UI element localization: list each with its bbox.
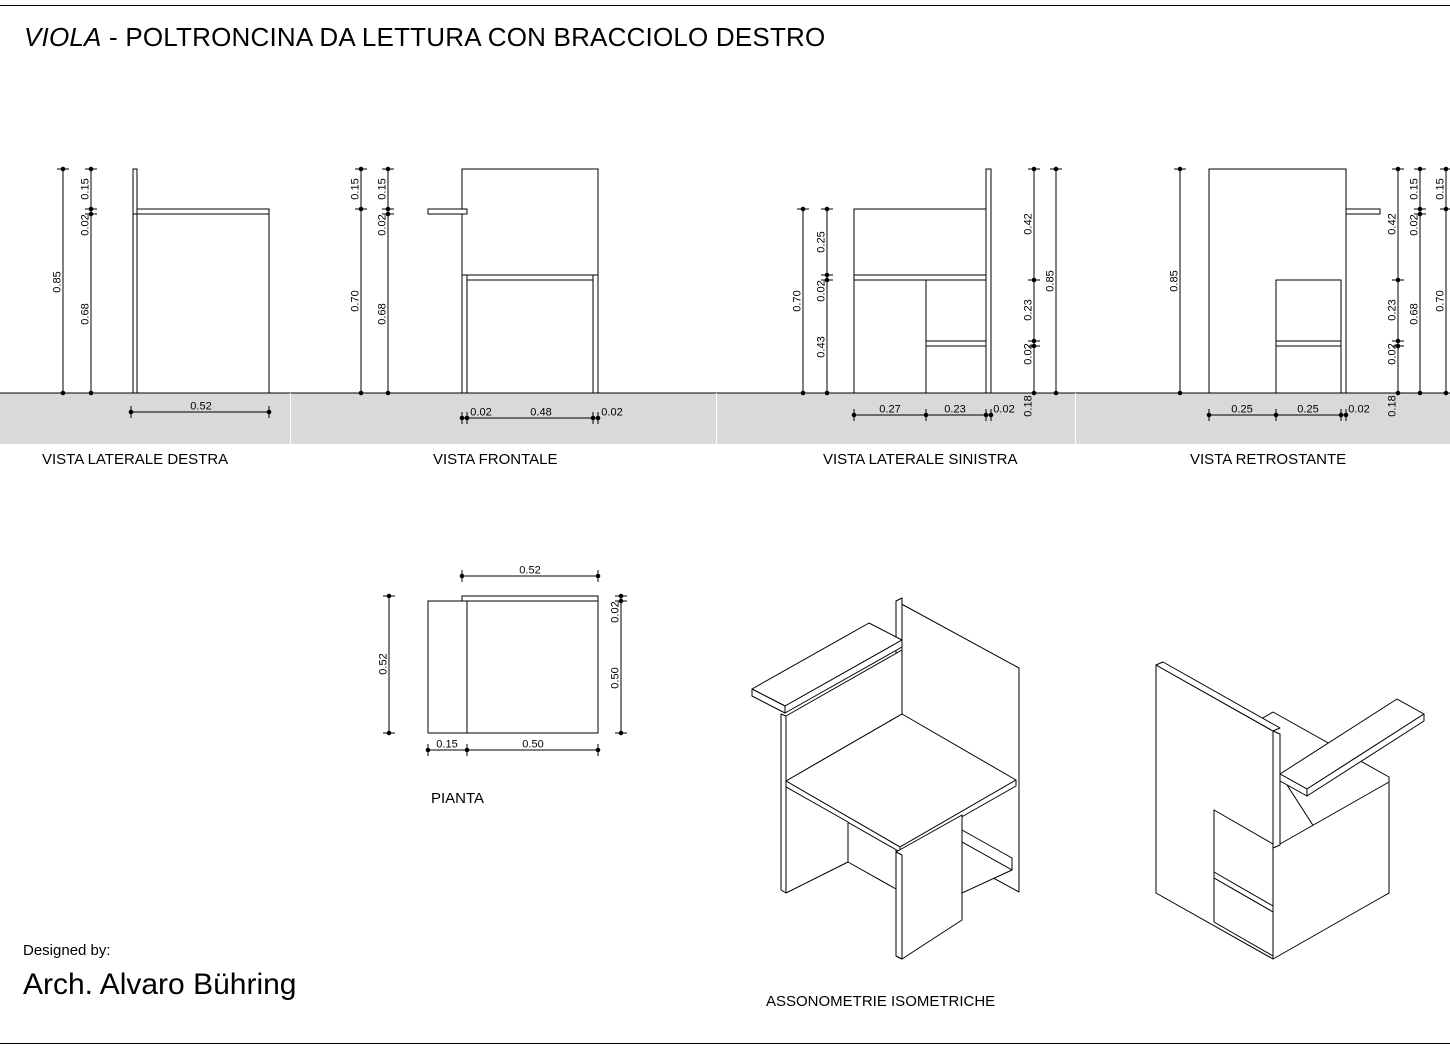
dimension-label: 0.15 [349, 178, 362, 200]
dimension-label: 0.02 [470, 406, 492, 419]
dimension-label: 0.02 [1386, 343, 1399, 365]
dimension-label: 0.85 [1168, 270, 1181, 292]
dimension-label: 0.23 [1022, 299, 1035, 321]
label-front-view: VISTA FRONTALE [433, 451, 558, 468]
dimension-label: 0.43 [815, 336, 828, 358]
dimension-label: 0.52 [190, 400, 212, 413]
dimension-label: 0.02 [1022, 343, 1035, 365]
dimension-label: 0.68 [1408, 303, 1421, 325]
label-right-side-view: VISTA LATERALE DESTRA [42, 451, 229, 468]
isometric-front [751, 597, 1020, 960]
dimension-label: 0.02 [1348, 403, 1370, 416]
dimension-label: 0.50 [522, 738, 544, 751]
dimension-label: 0.15 [376, 178, 389, 200]
product-name: VIOLA [24, 22, 102, 52]
dimension-label: 0.18 [1022, 395, 1035, 417]
dimension-label: 0.42 [1386, 213, 1399, 235]
front-view [355, 166, 601, 424]
dimension-label: 0.15 [1434, 178, 1447, 200]
dimension-label: 0.25 [1231, 403, 1253, 416]
dimension-label: 0.70 [1434, 290, 1447, 312]
dimension-label: 0.50 [609, 667, 622, 689]
dimension-label: 0.02 [376, 214, 389, 236]
plan-view [383, 570, 627, 756]
right-side-view [57, 166, 272, 418]
dimension-label: 0.42 [1022, 213, 1035, 235]
title-separator: - [101, 22, 126, 52]
dimension-label: 0.52 [377, 653, 390, 675]
product-subtitle: POLTRONCINA DA LETTURA CON BRACCIOLO DES… [125, 22, 826, 52]
dimension-label: 0.68 [376, 303, 389, 325]
designed-by-label: Designed by: [23, 942, 111, 959]
dimension-label: 0.02 [993, 403, 1015, 416]
dimension-label: 0.15 [79, 178, 92, 200]
isometric-back [1155, 661, 1425, 960]
dimension-label: 0.68 [79, 303, 92, 325]
left-side-view [797, 166, 1062, 421]
author-name: Arch. Alvaro Bühring [23, 968, 297, 1001]
dimension-label: 0.23 [944, 403, 966, 416]
dimension-label: 0.27 [879, 403, 901, 416]
dimension-label: 0.02 [79, 214, 92, 236]
dimension-label: 0.85 [51, 271, 64, 293]
dimension-label: 0.85 [1044, 270, 1057, 292]
dimension-label: 0.52 [519, 564, 541, 577]
dimension-label: 0.02 [815, 280, 828, 302]
label-plan-view: PIANTA [431, 790, 485, 807]
label-isometric-views: ASSONOMETRIE ISOMETRICHE [766, 993, 996, 1010]
dimension-label: 0.70 [349, 290, 362, 312]
dimension-label: 0.15 [436, 738, 458, 751]
dimension-label: 0.02 [601, 406, 623, 419]
dimension-label: 0.25 [1297, 403, 1319, 416]
dimension-label: 0.18 [1386, 395, 1399, 417]
label-back-view: VISTA RETROSTANTE [1190, 451, 1347, 468]
dimension-label: 0.15 [1408, 178, 1421, 200]
dimension-label: 0.23 [1386, 299, 1399, 321]
dimension-label: 0.02 [609, 601, 622, 623]
dimension-label: 0.70 [791, 290, 804, 312]
dimension-label: 0.25 [815, 231, 828, 253]
dimension-label: 0.48 [530, 406, 552, 419]
label-left-side-view: VISTA LATERALE SINISTRA [823, 451, 1018, 468]
ground-band [0, 393, 1450, 444]
back-view [1174, 166, 1450, 421]
dimension-label: 0.02 [1408, 214, 1421, 236]
sheet-title: VIOLA - POLTRONCINA DA LETTURA CON BRACC… [24, 22, 825, 53]
